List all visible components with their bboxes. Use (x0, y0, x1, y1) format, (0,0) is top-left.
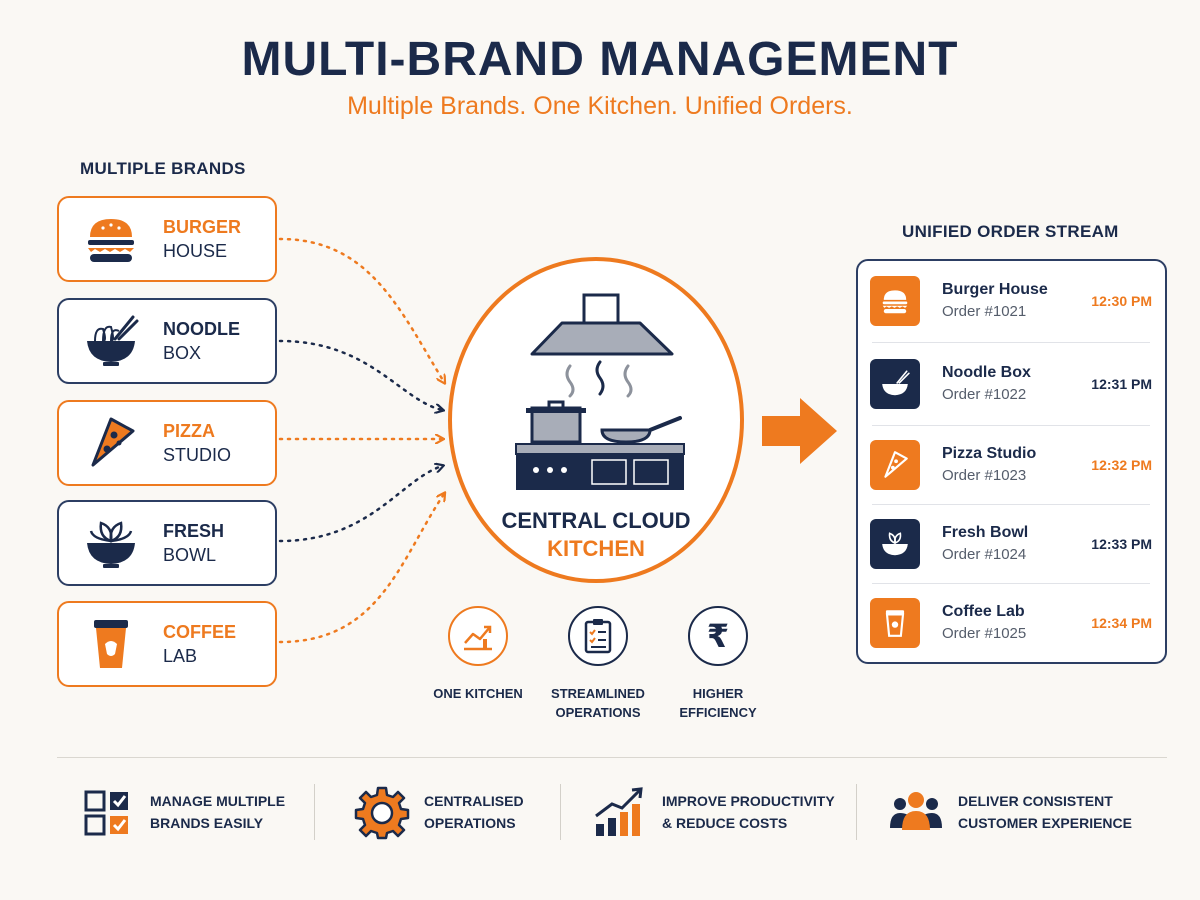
noodle-bowl-icon (882, 370, 910, 396)
footer-text-line2: OPERATIONS (424, 815, 516, 831)
benefit-one-kitchen: ONE KITCHEN (413, 606, 543, 703)
order-brand-name: Burger House (942, 281, 1048, 298)
footer-divider (57, 757, 1167, 758)
benefit-label: ONE KITCHEN (433, 686, 523, 701)
brand-name-line1: COFFEE (163, 622, 237, 642)
salad-bowl-icon (882, 532, 908, 556)
benefit-higher-efficiency: ₹ HIGHER EFFICIENCY (653, 606, 783, 722)
footer-separator (314, 784, 315, 840)
brand-card-burger-house: BURGER HOUSE (57, 196, 277, 282)
rising-bars-icon (595, 787, 643, 836)
order-row[interactable]: Noodle Box Order #1022 12:31 PM (870, 345, 1152, 423)
brand-card-fresh-bowl: FRESH BOWL (57, 500, 277, 586)
order-brand-name: Fresh Bowl (942, 524, 1029, 541)
order-row[interactable]: Coffee Lab Order #1025 12:34 PM (870, 584, 1152, 662)
footer-text-line1: MANAGE MULTIPLE (150, 793, 286, 809)
footer-item-centralised-operations: CENTRALISED OPERATIONS (354, 782, 524, 842)
order-time: 12:30 PM (1091, 293, 1152, 309)
benefit-label-line2: EFFICIENCY (679, 705, 757, 720)
order-brand-name: Noodle Box (942, 364, 1031, 381)
order-time: 12:34 PM (1091, 615, 1152, 631)
order-number: Order #1024 (942, 546, 1027, 563)
connector-burger (278, 237, 444, 382)
brand-card-noodle-box: NOODLE BOX (57, 298, 277, 384)
order-row[interactable]: Burger House Order #1021 12:30 PM (870, 262, 1152, 340)
order-number: Order #1021 (942, 303, 1027, 320)
order-row[interactable]: Fresh Bowl Order #1024 12:33 PM (870, 505, 1152, 583)
footer-item-improve-productivity: IMPROVE PRODUCTIVITY & REDUCE COSTS (592, 782, 835, 842)
order-number: Order #1025 (942, 625, 1027, 642)
footer-text-line1: DELIVER CONSISTENT (958, 793, 1113, 809)
flow-arrow (762, 398, 837, 464)
benefit-label-line2: OPERATIONS (555, 705, 641, 720)
burger-icon (88, 219, 134, 262)
brand-name-line1: BURGER (163, 217, 242, 237)
kitchen-title-line1: CENTRAL CLOUD (501, 508, 691, 533)
brands-section-label: MULTIPLE BRANDS (80, 159, 246, 178)
footer-separator (560, 784, 561, 840)
footer-item-manage-brands: MANAGE MULTIPLE BRANDS EASILY (80, 782, 285, 842)
clipboard-checklist-icon (584, 619, 612, 654)
people-group-icon (890, 792, 942, 830)
order-row[interactable]: Pizza Studio Order #1023 12:32 PM (870, 426, 1152, 504)
brand-name-line1: NOODLE (163, 319, 241, 339)
brand-name-line1: PIZZA (163, 421, 215, 441)
footer-text-line2: & REDUCE COSTS (662, 815, 788, 831)
page-title: MULTI-BRAND MANAGEMENT (241, 33, 959, 86)
footer-text-line2: CUSTOMER EXPERIENCE (958, 815, 1132, 831)
kitchen-stove-icon (515, 293, 685, 490)
order-time: 12:33 PM (1091, 536, 1152, 552)
rupee-icon: ₹ (706, 617, 730, 655)
pizza-slice-icon (91, 417, 135, 467)
benefit-label: HIGHER (692, 686, 744, 701)
brand-name-line2: STUDIO (163, 445, 232, 465)
coffee-cup-icon (885, 610, 905, 637)
brand-name-line2: BOX (163, 343, 202, 363)
salad-bowl-icon (87, 521, 135, 568)
kitchen-title-line2: KITCHEN (547, 536, 645, 561)
row-divider (872, 425, 1150, 426)
pizza-slice-icon (884, 451, 908, 478)
order-brand-name: Coffee Lab (942, 603, 1025, 620)
orders-section-label: UNIFIED ORDER STREAM (902, 222, 1119, 241)
row-divider (872, 504, 1150, 505)
footer-text-line1: CENTRALISED (424, 793, 524, 809)
order-time: 12:31 PM (1091, 376, 1152, 392)
order-number: Order #1022 (942, 386, 1027, 403)
brand-name-line2: HOUSE (163, 241, 228, 261)
order-number: Order #1023 (942, 467, 1027, 484)
coffee-cup-icon (94, 620, 128, 668)
checkbox-grid-icon (84, 790, 128, 836)
footer-text-line1: IMPROVE PRODUCTIVITY (662, 793, 835, 809)
gear-icon (354, 786, 410, 840)
growth-chart-icon (464, 625, 492, 651)
order-time: 12:32 PM (1091, 457, 1152, 473)
connector-coffee (278, 494, 444, 644)
connector-fresh (278, 466, 442, 543)
connector-noodle (278, 339, 442, 410)
brand-card-pizza-studio: PIZZA STUDIO (57, 400, 277, 486)
page-subtitle: Multiple Brands. One Kitchen. Unified Or… (347, 92, 853, 120)
footer-text-line2: BRANDS EASILY (150, 815, 264, 831)
row-divider (872, 342, 1150, 343)
footer-separator (856, 784, 857, 840)
row-divider (872, 583, 1150, 584)
noodle-bowl-icon (87, 315, 139, 366)
benefit-streamlined-operations: STREAMLINED OPERATIONS (533, 606, 663, 722)
order-brand-name: Pizza Studio (942, 445, 1037, 462)
benefit-label: STREAMLINED (551, 686, 645, 701)
brand-card-coffee-lab: COFFEE LAB (57, 601, 277, 687)
burger-icon (882, 290, 908, 314)
brand-name-line1: FRESH (163, 521, 225, 541)
brand-name-line2: BOWL (163, 545, 217, 565)
brand-name-line2: LAB (163, 646, 198, 666)
footer-item-customer-experience: DELIVER CONSISTENT CUSTOMER EXPERIENCE (888, 782, 1132, 842)
